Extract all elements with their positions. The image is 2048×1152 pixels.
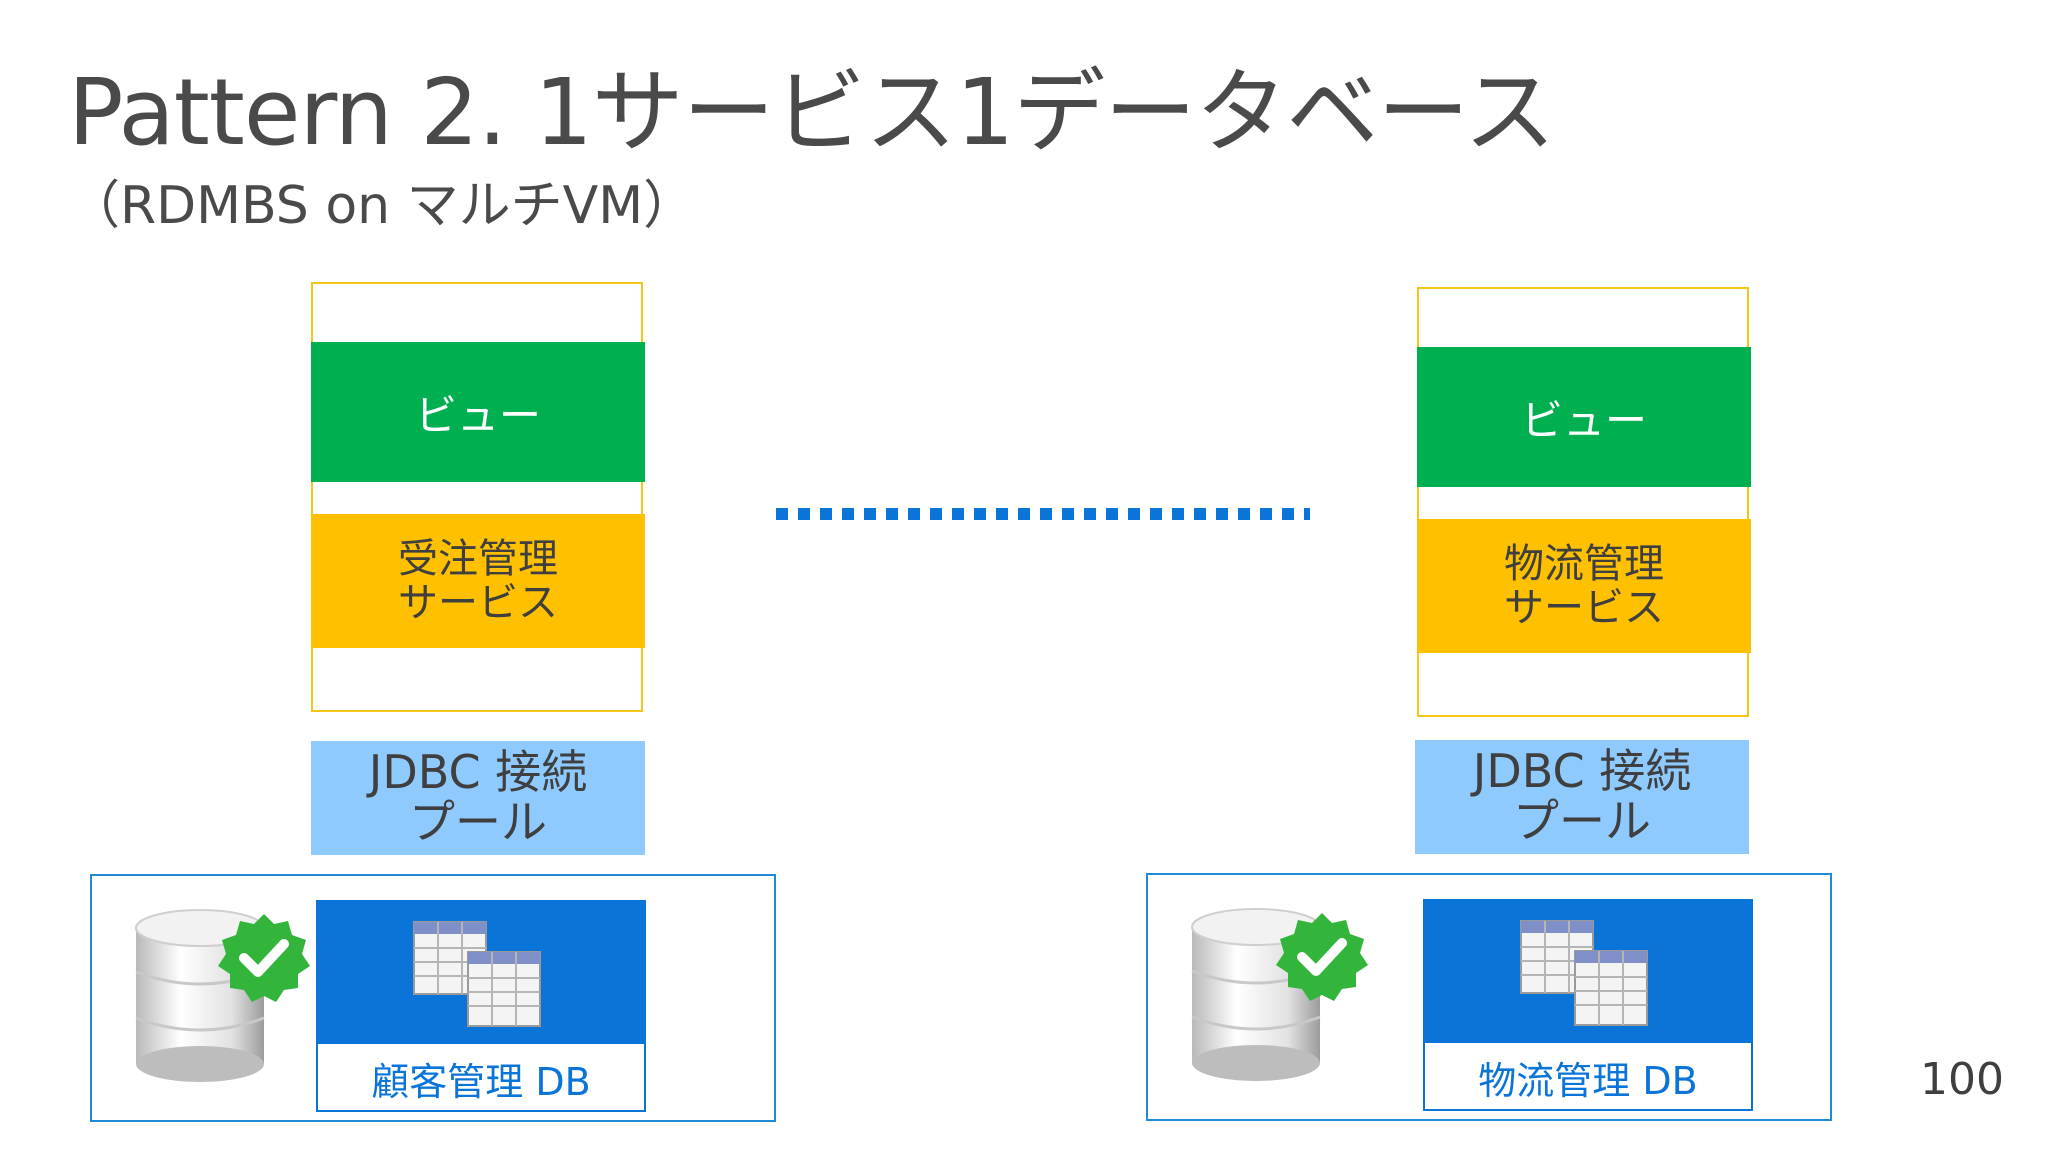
db-panel-header-right (1425, 901, 1751, 1043)
service-band-right: 物流管理 サービス (1417, 519, 1751, 653)
service-band-left: 受注管理 サービス (311, 514, 645, 648)
pool-label-right-line2: プール (1513, 794, 1651, 848)
pool-label-right-line1: JDBC 接続 (1472, 744, 1692, 799)
db-frame-left: 顧客管理 DB (90, 874, 776, 1122)
checkmark-badge-icon (218, 914, 310, 1002)
dotted-connector (776, 508, 1310, 520)
vm-right: ビュー 物流管理 サービス (1417, 287, 1751, 717)
db-frame-right: 物流管理 DB (1146, 873, 1832, 1121)
service-label-right-line2: サービス (1504, 585, 1664, 631)
service-label-left-line1: 受注管理 (398, 536, 558, 582)
checkmark-badge-icon (1276, 913, 1368, 1001)
slide-subtitle: （RDMBS on マルチVM） (68, 176, 696, 236)
slide-title: Pattern 2. 1サービス1データベース (68, 59, 1556, 166)
tables-icon (1520, 920, 1648, 1026)
pool-label-left-line1: JDBC 接続 (368, 745, 588, 800)
jdbc-pool-right: JDBC 接続 プール (1415, 740, 1749, 854)
view-label-left: ビュー (414, 390, 541, 440)
db-label-left: 顧客管理 DB (371, 1059, 591, 1104)
page-number: 100 (1920, 1054, 2004, 1105)
view-label-right: ビュー (1520, 395, 1647, 445)
tables-icon (413, 921, 541, 1027)
pool-label-left-line2: プール (409, 795, 547, 849)
jdbc-pool-left: JDBC 接続 プール (311, 741, 645, 855)
service-label-right-line1: 物流管理 (1504, 541, 1664, 587)
service-label-left-line2: サービス (398, 580, 558, 626)
db-label-right: 物流管理 DB (1478, 1058, 1698, 1103)
db-panel-header-left (318, 902, 644, 1044)
view-band-right: ビュー (1417, 347, 1751, 487)
view-band-left: ビュー (311, 342, 645, 482)
db-panel-right: 物流管理 DB (1423, 899, 1753, 1111)
db-panel-left: 顧客管理 DB (316, 900, 646, 1112)
vm-left: ビュー 受注管理 サービス (311, 282, 645, 712)
